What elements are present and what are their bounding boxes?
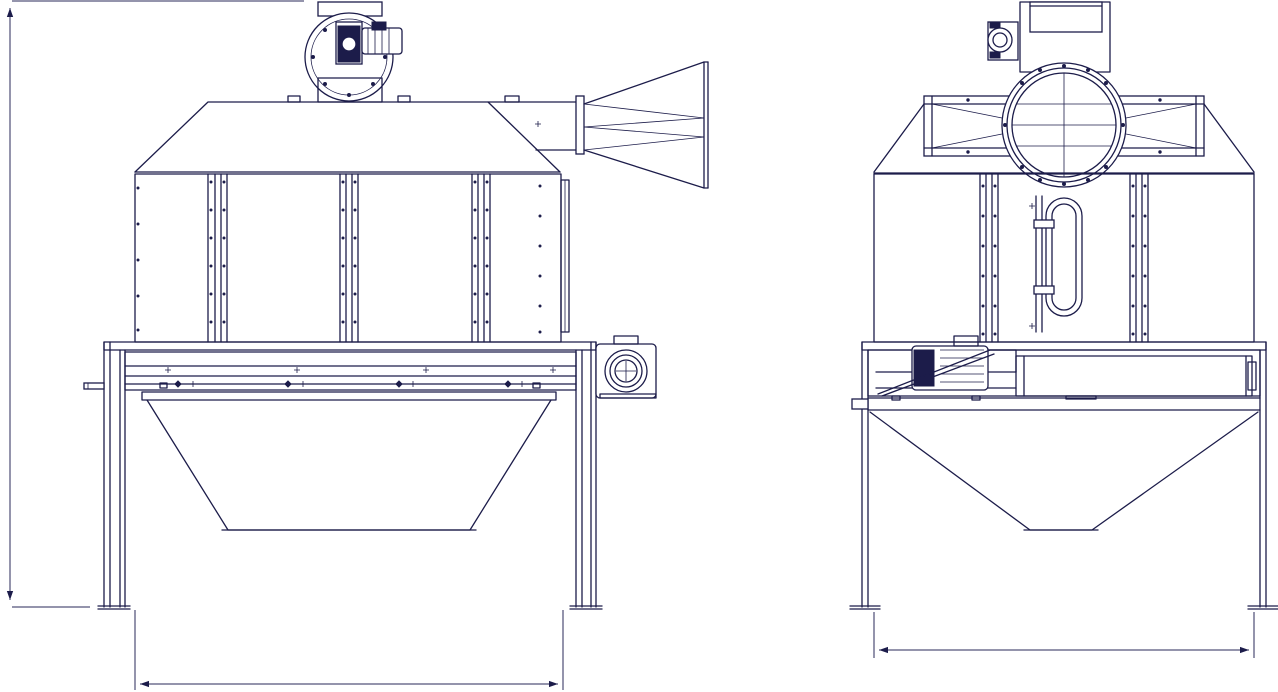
support-frame (83, 341, 603, 610)
support-frame-front (849, 335, 1278, 610)
cooler-body-front (873, 173, 1255, 343)
drive-motor-side (595, 335, 657, 399)
height-dimension (6, 0, 304, 608)
front-view (849, 1, 1278, 658)
width-dimension-left (134, 610, 564, 690)
hood-front (873, 103, 1255, 174)
side-view (6, 0, 709, 690)
width-dimension-right (873, 612, 1255, 658)
discharge-hopper (141, 391, 557, 531)
fan-stack (987, 1, 1111, 73)
air-outlet (487, 61, 709, 189)
discharge-hopper-front (867, 409, 1261, 531)
bolt-row-left (136, 180, 542, 334)
hood (134, 95, 561, 173)
cooler-body (134, 173, 570, 343)
top-fan (304, 1, 403, 103)
round-flange (1001, 62, 1127, 188)
